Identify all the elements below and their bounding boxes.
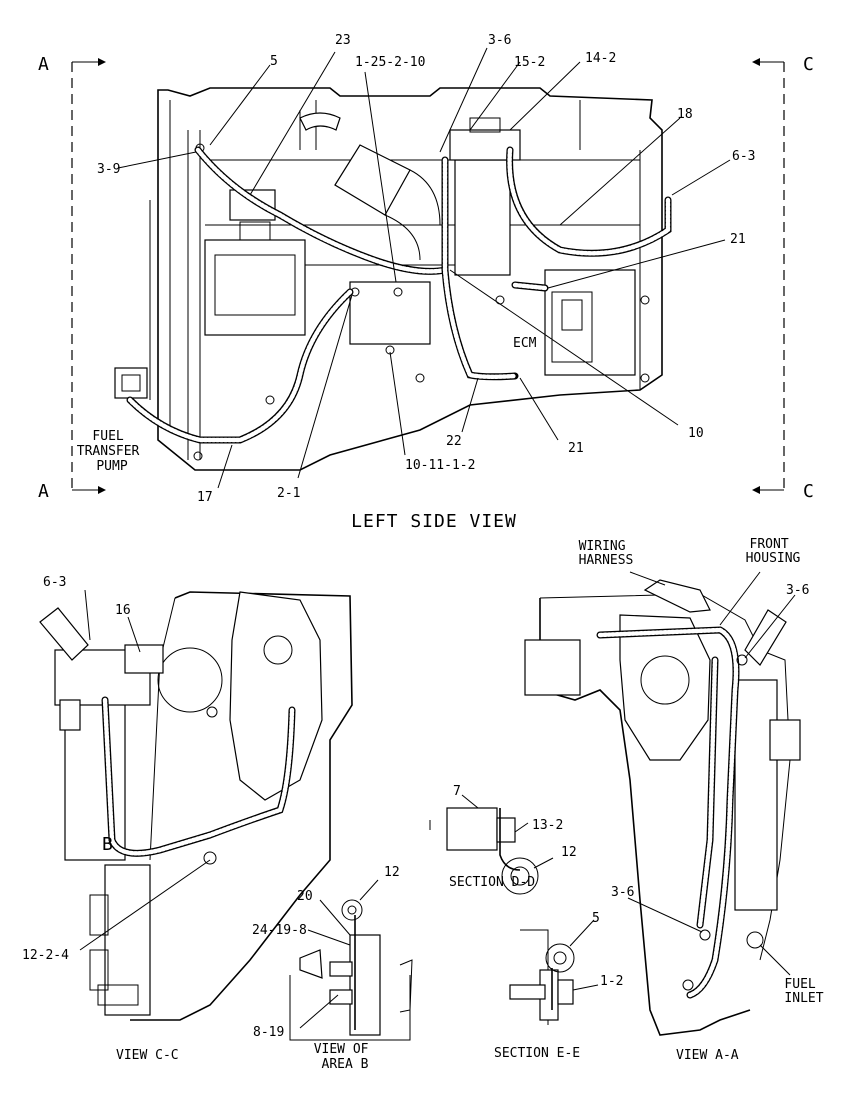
section-mark-c-bottom: C — [803, 481, 814, 502]
callout-15-2: 15-2 — [514, 55, 545, 70]
section-mark-a-top: A — [38, 54, 49, 75]
view-c-c-title: VIEW C-C — [116, 1048, 179, 1063]
view-area-b: 12 20 24-19-8 8-19 VIEW OF AREA B — [252, 865, 413, 1072]
section-d-d-title: SECTION D-D — [449, 875, 535, 890]
callout-22: 22 — [446, 434, 462, 449]
fuel-hoses — [126, 146, 672, 444]
callout-6-3-cc: 6-3 — [43, 575, 66, 590]
callout-10: 10 — [688, 426, 704, 441]
callout-12-2-4: 12-2-4 — [22, 948, 69, 963]
callout-1-25-2-10: 1-25-2-10 — [355, 55, 425, 70]
section-e-e-title: SECTION E-E — [494, 1046, 580, 1061]
callout-13-2: 13-2 — [532, 818, 563, 833]
engine-block: ECM — [114, 87, 663, 471]
callout-10-11-1-2: 10-11-1-2 — [405, 458, 475, 473]
callout-20: 20 — [297, 889, 313, 904]
section-bracket-a: A A — [38, 54, 106, 502]
callout-18: 18 — [677, 107, 693, 122]
callout-14-2: 14-2 — [585, 51, 616, 66]
callout-3-6: 3-6 — [488, 33, 511, 48]
callout-23: 23 — [335, 33, 351, 48]
left-side-view: A A C C — [38, 33, 814, 532]
callout-21-upper: 21 — [730, 232, 746, 247]
fuel-transfer-pump-label: FUEL TRANSFER PUMP — [77, 429, 147, 474]
callout-8-19: 8-19 — [253, 1025, 284, 1040]
callout-1-2: 1-2 — [600, 974, 623, 989]
callout-16: 16 — [115, 603, 131, 618]
area-b-marker: B — [102, 834, 113, 855]
callout-3-6-aa-lower: 3-6 — [611, 885, 634, 900]
callout-17: 17 — [197, 490, 213, 505]
section-bracket-c: C C — [752, 54, 814, 502]
left-side-view-title: LEFT SIDE VIEW — [351, 511, 517, 532]
callout-6-3: 6-3 — [732, 149, 755, 164]
left-view-callouts: 23 5 1-25-2-10 3-6 15-2 14-2 18 3-9 6-3 … — [77, 33, 756, 505]
view-a-a: WIRING HARNESS FRONT HOUSING FUEL INLET … — [524, 537, 824, 1063]
ecm-label: ECM — [513, 336, 537, 351]
callout-7: 7 — [453, 784, 461, 799]
callout-12-dd: 12 — [561, 845, 577, 860]
callout-24-19-8: 24-19-8 — [252, 923, 307, 938]
callout-3-9: 3-9 — [97, 162, 120, 177]
wiring-harness-label: WIRING HARNESS — [579, 539, 634, 568]
callout-2-1: 2-1 — [277, 486, 300, 501]
callout-21-lower: 21 — [568, 441, 584, 456]
section-d-d: 7 13-2 12 SECTION D-D — [429, 784, 577, 895]
view-area-b-title: VIEW OF AREA B — [314, 1042, 377, 1072]
section-mark-c-top: C — [803, 54, 814, 75]
view-c-c: 6-3 16 12-2-4 B VIEW C-C — [22, 575, 353, 1063]
section-mark-a-bottom: A — [38, 481, 49, 502]
front-housing-label: FRONT HOUSING — [746, 537, 801, 566]
callout-5-ee: 5 — [592, 911, 600, 926]
callout-12-ab: 12 — [384, 865, 400, 880]
section-e-e: 5 1-2 SECTION E-E — [494, 911, 623, 1061]
callout-5: 5 — [270, 54, 278, 69]
fuel-inlet-label: FUEL INLET — [784, 977, 823, 1006]
left-view-leaders — [117, 47, 731, 489]
view-a-a-title: VIEW A-A — [676, 1048, 739, 1063]
callout-3-6-aa-upper: 3-6 — [786, 583, 809, 598]
